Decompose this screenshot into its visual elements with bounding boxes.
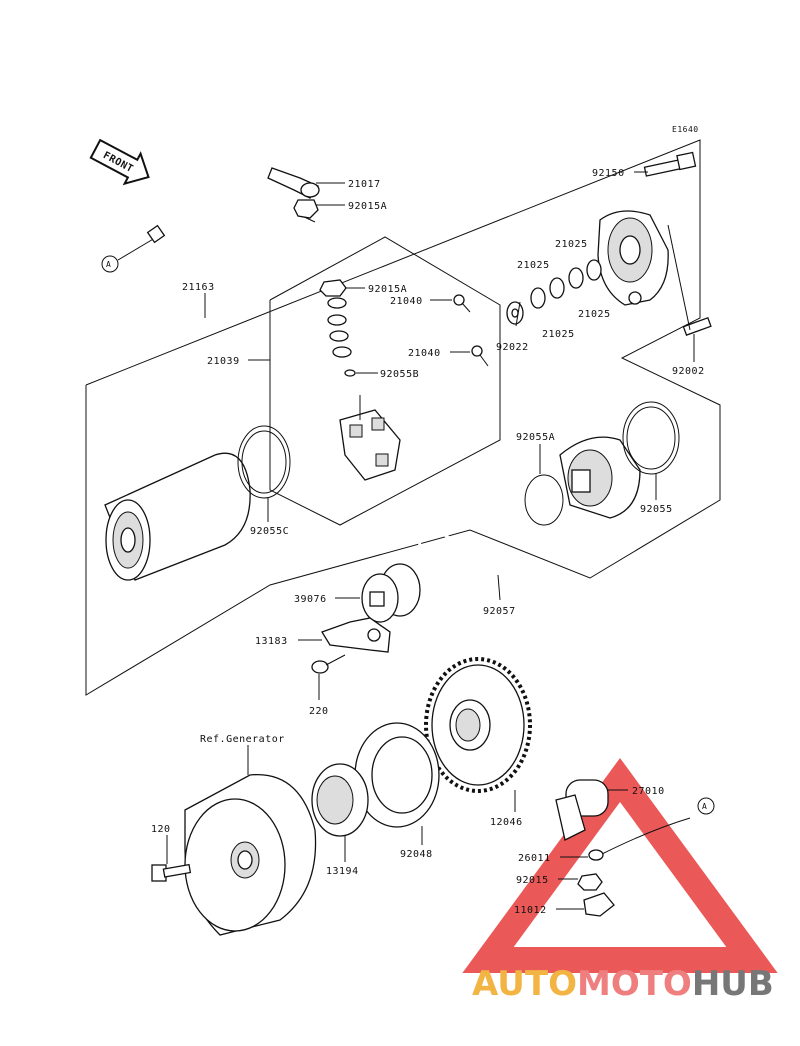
washers-21025 xyxy=(530,259,602,309)
part-26011-terminal xyxy=(588,849,604,861)
generator-rotor xyxy=(184,773,317,936)
front-cover xyxy=(559,436,641,519)
part-92150-bolt xyxy=(643,151,697,177)
svg-text:A: A xyxy=(106,260,111,269)
part-13183-bracket xyxy=(321,617,391,653)
label-21163: 21163 xyxy=(182,282,215,293)
part-labels: 21017 92015A 92015A 21040 21040 92055B 2… xyxy=(151,168,705,916)
part-92055a-oring xyxy=(524,474,564,526)
part-92048-plate xyxy=(354,722,440,828)
label-92055b: 92055B xyxy=(380,369,419,380)
label-92022: 92022 xyxy=(496,342,529,353)
label-13194: 13194 xyxy=(326,866,359,877)
part-220-screw xyxy=(311,654,346,674)
label-21025-d: 21025 xyxy=(578,309,611,320)
washer-stack xyxy=(327,297,352,358)
label-92057: 92057 xyxy=(483,606,516,617)
label-13183: 13183 xyxy=(255,636,288,647)
part-39076-sprocket xyxy=(361,563,421,623)
connector-a-right: A xyxy=(599,797,715,856)
part-92015a-nut-mid xyxy=(319,279,347,297)
part-92055c-oring xyxy=(237,425,291,499)
part-92002-bolt xyxy=(682,316,712,336)
label-92055: 92055 xyxy=(640,504,673,515)
part-92055-oring xyxy=(622,401,680,475)
leader-lines xyxy=(166,171,695,910)
label-21039: 21039 xyxy=(207,356,240,367)
assembly-outline xyxy=(85,139,721,696)
label-21025-c: 21025 xyxy=(542,329,575,340)
diagram-code: E1640 xyxy=(672,125,699,134)
label-26011: 26011 xyxy=(518,853,551,864)
part-27010-relay xyxy=(555,779,609,841)
part-92055b-oring xyxy=(344,369,356,377)
brush-assembly-outline xyxy=(269,236,501,526)
label-21017: 21017 xyxy=(348,179,381,190)
part-92015a-nut-top xyxy=(293,199,319,219)
label-92055c: 92055C xyxy=(250,526,289,537)
part-21040-terminal-a xyxy=(453,294,471,313)
svg-text:AUTOMOTOHUB: AUTOMOTOHUB xyxy=(472,964,774,1004)
washer-92022 xyxy=(506,301,524,325)
label-220: 220 xyxy=(309,706,329,717)
brush-holder-plate xyxy=(339,395,401,481)
part-12046-gear xyxy=(424,657,532,793)
label-120: 120 xyxy=(151,824,171,835)
label-21025-a: 21025 xyxy=(555,239,588,250)
part-92057-chain xyxy=(418,529,616,752)
label-ref-generator: Ref.Generator xyxy=(200,734,285,745)
part-21040-terminal-b xyxy=(471,345,489,367)
label-92015: 92015 xyxy=(516,875,549,886)
label-92048: 92048 xyxy=(400,849,433,860)
label-92002: 92002 xyxy=(672,366,705,377)
end-cover xyxy=(597,210,669,306)
part-13194-clutch xyxy=(311,763,369,837)
label-92015a-top: 92015A xyxy=(348,201,387,212)
part-21017-boot xyxy=(267,167,320,199)
svg-text:A: A xyxy=(702,802,707,811)
label-11012: 11012 xyxy=(514,905,547,916)
watermark-triangle xyxy=(462,758,778,973)
part-120-bolt xyxy=(151,863,192,882)
label-12046: 12046 xyxy=(490,817,523,828)
label-21040-b: 21040 xyxy=(408,348,441,359)
label-21025-b: 21025 xyxy=(517,260,550,271)
label-27010: 27010 xyxy=(632,786,665,797)
part-92015-nut xyxy=(577,873,603,891)
starter-motor-body xyxy=(104,452,251,581)
label-92150: 92150 xyxy=(592,168,625,179)
watermark-logo: AUTOMOTOHUB xyxy=(472,964,774,1004)
front-arrow-icon: FRONT xyxy=(89,138,150,186)
label-39076: 39076 xyxy=(294,594,327,605)
connector-a-left: A xyxy=(101,237,156,273)
label-21040-a: 21040 xyxy=(390,296,423,307)
label-92055a: 92055A xyxy=(516,432,555,443)
label-92015a-mid: 92015A xyxy=(368,284,407,295)
part-11012-cap xyxy=(583,892,615,917)
